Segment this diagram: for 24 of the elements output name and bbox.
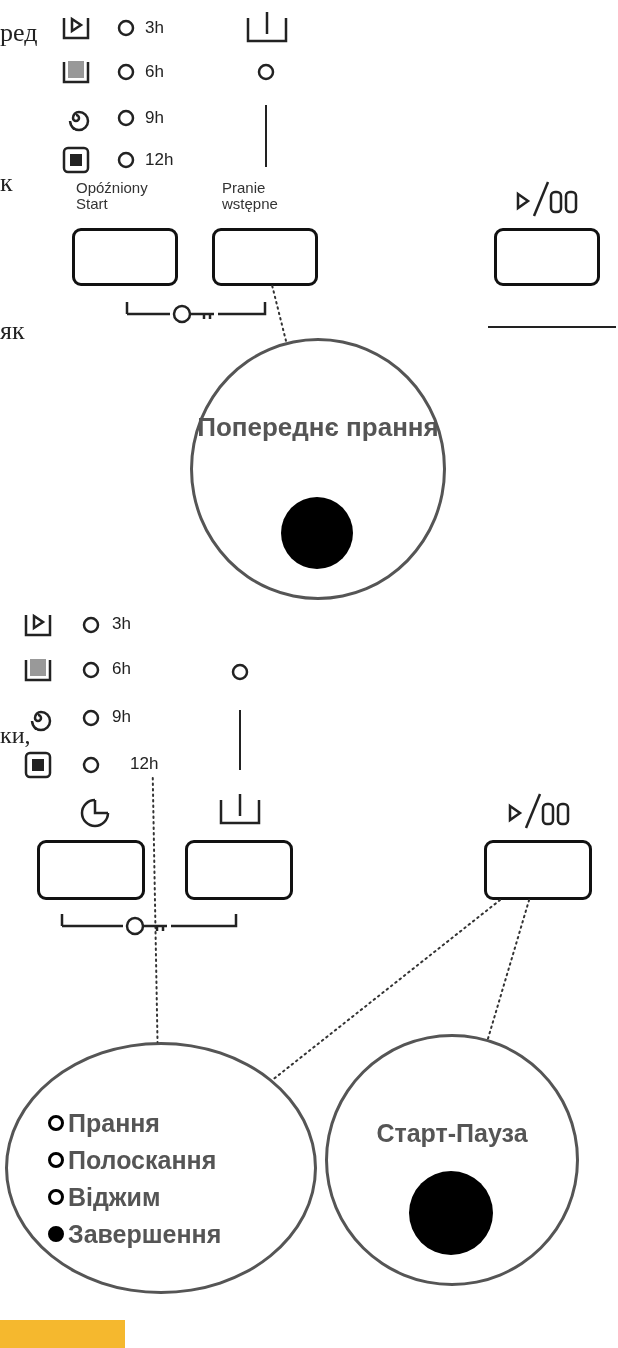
button-caption: Pranie wstępne bbox=[222, 180, 279, 212]
leader-line bbox=[151, 777, 159, 1044]
leader-line bbox=[271, 285, 288, 344]
timer-label: 9h bbox=[145, 108, 164, 128]
leader-line bbox=[486, 899, 531, 1041]
leader-line bbox=[271, 899, 502, 1081]
status-text: Прання bbox=[68, 1108, 160, 1139]
text-fragment: ки, bbox=[0, 722, 31, 749]
timer-label: 3h bbox=[112, 614, 131, 634]
button-caption: Opóźniony Start bbox=[76, 180, 149, 212]
status-text: Полоскання bbox=[68, 1145, 217, 1176]
timer-label: 6h bbox=[112, 659, 131, 679]
text-fragment: як bbox=[0, 316, 25, 346]
text-fragment: ред bbox=[0, 18, 38, 48]
timer-label: 6h bbox=[145, 62, 164, 82]
timer-label: 12h bbox=[145, 150, 174, 170]
timer-label: 12h bbox=[130, 754, 159, 774]
timer-label: 3h bbox=[145, 18, 164, 38]
status-text: Завершення bbox=[68, 1219, 222, 1250]
callout-text: Старт-Пауза bbox=[375, 1118, 529, 1149]
status-text: Віджим bbox=[68, 1182, 161, 1213]
text-fragment: к bbox=[0, 168, 13, 198]
timer-label: 9h bbox=[112, 707, 131, 727]
callout-text: Попереднє прання bbox=[196, 411, 440, 443]
